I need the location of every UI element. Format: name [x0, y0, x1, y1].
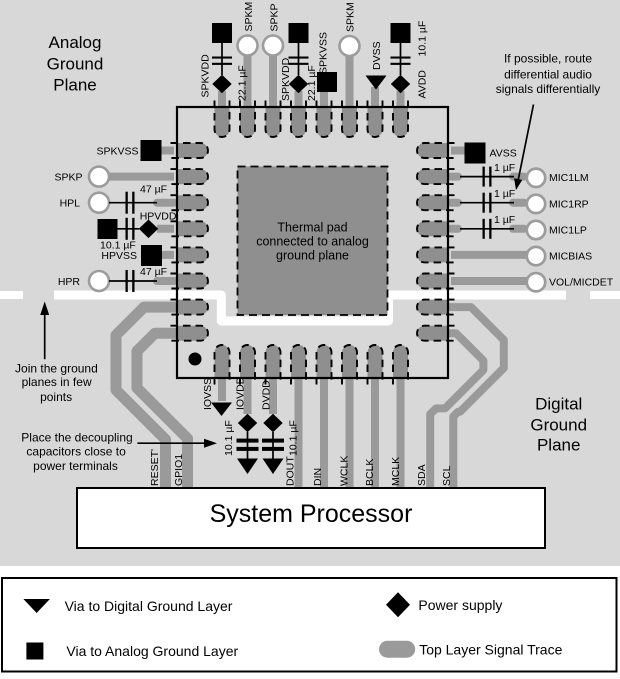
svg-text:connected to analog: connected to analog [256, 235, 369, 249]
svg-text:SPKP: SPKP [54, 172, 82, 184]
svg-text:MIC1LM: MIC1LM [549, 172, 589, 184]
svg-text:22.1 µF: 22.1 µF [237, 65, 249, 101]
svg-text:10.1 µF: 10.1 µF [287, 420, 299, 456]
svg-text:SPKM: SPKM [243, 2, 255, 32]
svg-text:Via to Digital Ground Layer: Via to Digital Ground Layer [65, 598, 233, 614]
svg-text:DVSS: DVSS [371, 41, 383, 70]
svg-text:AVDD: AVDD [417, 70, 429, 99]
svg-text:VOL/MICDET: VOL/MICDET [549, 277, 614, 289]
svg-text:differential audio: differential audio [504, 67, 592, 81]
svg-text:SPKVDD: SPKVDD [280, 57, 292, 101]
svg-text:Plane: Plane [53, 76, 96, 95]
svg-text:10.1 µF: 10.1 µF [417, 21, 429, 57]
svg-text:Place the decoupling: Place the decoupling [21, 431, 132, 445]
svg-text:HPR: HPR [58, 276, 81, 288]
svg-text:MCLK: MCLK [390, 457, 402, 486]
svg-text:10.1 µF: 10.1 µF [223, 420, 235, 456]
svg-text:1 µF: 1 µF [494, 214, 515, 226]
svg-text:RESET': RESET' [149, 449, 161, 486]
svg-text:planes in few: planes in few [22, 375, 92, 389]
svg-text:SCL: SCL [441, 465, 453, 486]
svg-text:Top Layer Signal Trace: Top Layer Signal Trace [419, 642, 562, 658]
svg-text:22.1 µF: 22.1 µF [306, 65, 318, 101]
svg-text:SDA: SDA [416, 464, 428, 486]
svg-text:MIC1LP: MIC1LP [549, 224, 587, 236]
svg-text:SPKVSS: SPKVSS [318, 32, 330, 74]
svg-text:47 µF: 47 µF [140, 266, 167, 278]
svg-text:Plane: Plane [537, 436, 580, 455]
svg-text:Digital: Digital [535, 395, 582, 414]
svg-text:Via to Analog Ground Layer: Via to Analog Ground Layer [66, 643, 238, 659]
svg-text:IOVDD: IOVDD [235, 376, 247, 410]
svg-text:Join the ground: Join the ground [15, 361, 98, 375]
svg-text:HPVDD: HPVDD [140, 211, 177, 223]
svg-text:If possible, route: If possible, route [504, 52, 592, 66]
svg-text:Ground: Ground [530, 416, 587, 435]
svg-text:capacitors close to: capacitors close to [26, 445, 126, 459]
svg-text:DVDD: DVDD [261, 380, 273, 410]
svg-text:SPKP: SPKP [269, 3, 281, 31]
svg-text:points: points [40, 390, 72, 404]
svg-text:10.1 µF: 10.1 µF [100, 240, 136, 252]
svg-text:MIC1RP: MIC1RP [549, 198, 589, 210]
svg-text:GPIO1: GPIO1 [173, 454, 185, 486]
svg-text:WCLK: WCLK [338, 456, 350, 486]
svg-text:IOVSS: IOVSS [202, 378, 214, 410]
svg-text:MICBIAS: MICBIAS [549, 251, 592, 263]
svg-text:HPVSS: HPVSS [101, 250, 137, 262]
svg-text:Power supply: Power supply [418, 597, 502, 613]
svg-text:ground plane: ground plane [276, 249, 349, 263]
svg-text:SPKVSS: SPKVSS [96, 146, 138, 158]
svg-text:1 µF: 1 µF [494, 188, 515, 200]
svg-text:DIN: DIN [312, 468, 324, 486]
svg-text:HPL: HPL [60, 198, 81, 210]
svg-text:Thermal pad: Thermal pad [277, 221, 347, 235]
svg-text:SPKM: SPKM [345, 2, 357, 32]
svg-text:Analog: Analog [49, 33, 102, 52]
svg-text:1 µF: 1 µF [494, 162, 515, 174]
svg-text:SPKVDD: SPKVDD [200, 54, 212, 98]
svg-text:DOUT: DOUT [285, 456, 297, 486]
svg-text:System Processor: System Processor [210, 500, 413, 528]
svg-text:47 µF: 47 µF [140, 184, 167, 196]
svg-text:AVSS: AVSS [490, 148, 517, 160]
svg-text:power terminals: power terminals [33, 459, 118, 473]
svg-text:signals differentially: signals differentially [496, 82, 601, 96]
svg-text:BCLK: BCLK [364, 459, 376, 486]
svg-text:Ground: Ground [47, 55, 104, 74]
